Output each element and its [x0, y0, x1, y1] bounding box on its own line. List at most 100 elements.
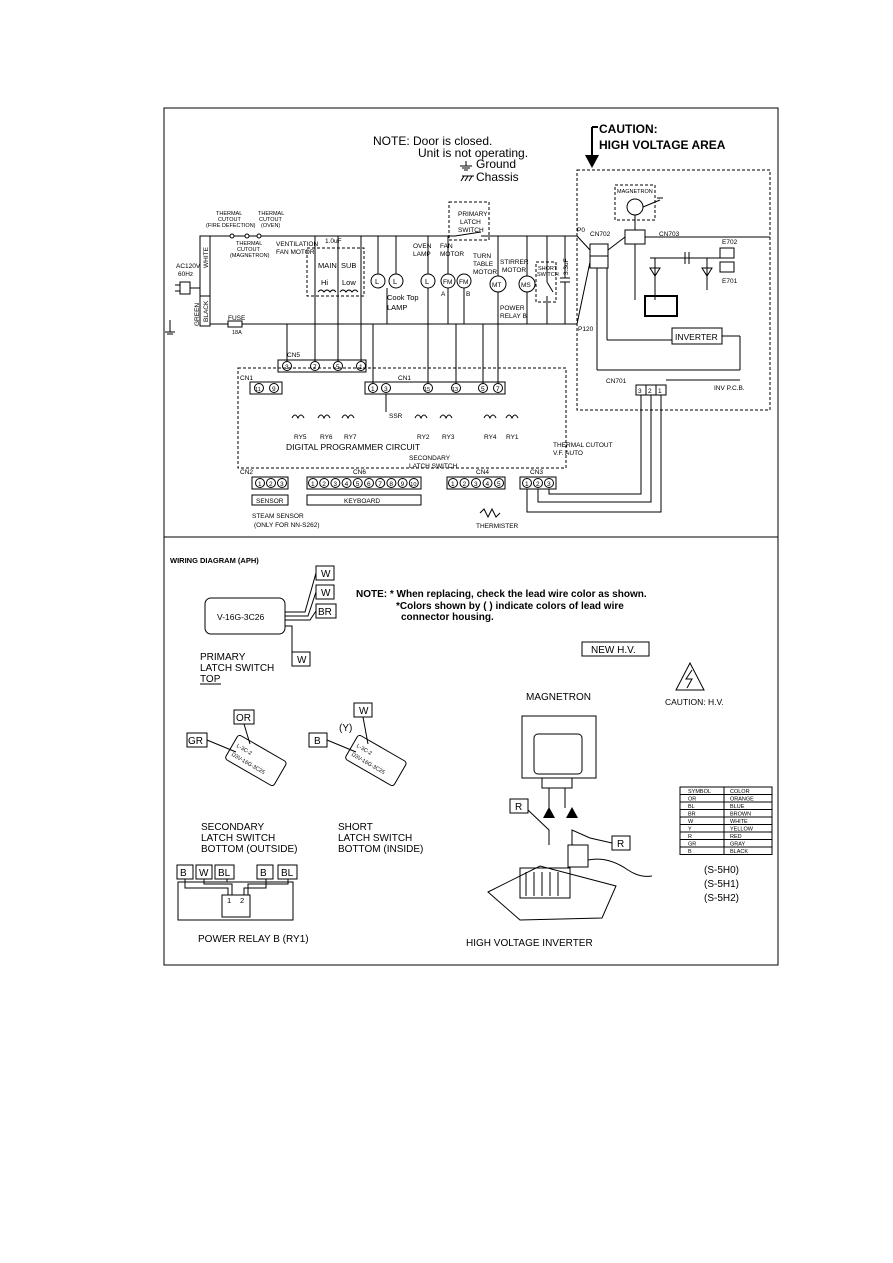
cn4-pin: 5 [497, 481, 501, 488]
turntable-label-3: MOTOR [473, 269, 497, 276]
cn4-pin: 2 [463, 481, 467, 488]
cn2-connector [251, 476, 289, 490]
secondary-latch-label-2: LATCH SWITCH [409, 463, 458, 470]
stirrer-label-1: STIRRER [500, 259, 529, 266]
cooktop-lamp-label-2: LAMP [387, 303, 407, 312]
power-relay-label-2: RELAY B [500, 313, 527, 320]
color-table-symbol: BR [688, 812, 696, 818]
primary-latch-label-1: PRIMARY [458, 211, 488, 218]
cn1-right-label: CN1 [398, 375, 411, 382]
cn2-label: CN2 [240, 469, 253, 476]
cn1-pin: 1 [371, 386, 375, 393]
chassis-symbol [460, 175, 474, 182]
model-s5h1: (S-5H1) [704, 879, 739, 890]
cooktop-lamp-label-1: Cook Top [387, 293, 419, 302]
color-table-color: GRAY [730, 842, 746, 848]
e701-terminal [719, 261, 735, 273]
sub-winding-label: SUB [341, 261, 356, 270]
color-table-symbol: OR [688, 797, 696, 803]
steam-sensor-label-2: (ONLY FOR NN-S262) [254, 522, 320, 529]
e702-terminal [719, 247, 735, 259]
primary-label-2: LATCH SWITCH [200, 663, 274, 674]
cn703-connector [624, 229, 646, 245]
vent-fan-label-2: FAN MOTOR [276, 249, 315, 256]
cap-33uf-label: 3.3uF [563, 258, 570, 275]
relay-tag-text: W [199, 868, 209, 879]
tag-w-3 [291, 651, 311, 667]
magnetron-label: MAGNETRON [617, 189, 653, 195]
wiring-title: WIRING DIAGRAM (APH) [170, 556, 259, 565]
cn5-pin: 3 [285, 364, 289, 371]
color-table-symbol: W [688, 819, 694, 825]
ground-label: Ground [476, 157, 516, 171]
relay-tag-text: BL [281, 868, 294, 879]
color-table-symbol: R [688, 834, 692, 840]
secondary-latch-switch: L-3C-2 D3V-16G-3C25 [225, 734, 287, 787]
ssr-label: SSR [389, 413, 403, 420]
oven-lamp-label-1: OVEN [413, 243, 432, 250]
thermal-cutout-fire-2: CUTOUT [218, 217, 241, 223]
color-table-color: BROWN [730, 812, 751, 818]
cn702-connector [589, 243, 609, 257]
relay-ry1-label: RY1 [506, 434, 519, 441]
thermal-cutout-oven-3: (OVEN) [261, 223, 280, 229]
cn3-label: CN3 [530, 469, 543, 476]
ground-symbol [460, 161, 472, 171]
power-relay-label: POWER RELAY B (RY1) [198, 934, 309, 945]
fan-motor-b-letter: FM [459, 279, 468, 286]
caution-arrow-icon [585, 126, 599, 168]
secondary-latch-label-1: SECONDARY [409, 455, 451, 462]
digital-programmer-box [237, 367, 567, 469]
cooktop-lamp-1-letter: L [375, 277, 379, 286]
magnetron-body [521, 715, 597, 779]
short-label-2: LATCH SWITCH [338, 833, 412, 844]
color-table-color: YELLOW [730, 827, 754, 833]
relay-ry2-label: RY2 [417, 434, 430, 441]
thermal-vf-label-2: V.F. AUTO [553, 450, 583, 457]
thermal-cutout-fire-3: (FIRE DEFECTION) [206, 223, 256, 229]
tag-br-text: BR [318, 607, 332, 618]
secondary-label-3: BOTTOM (OUTSIDE) [201, 844, 297, 855]
cn2-pin: 1 [258, 481, 262, 488]
thermal-vf-label-1: THERMAL CUTOUT [553, 442, 613, 449]
color-table-color: BLACK [730, 849, 748, 855]
ac-frequency: 60Hz [178, 271, 193, 278]
relay-tag [214, 864, 235, 880]
wiring-note-2: *Colors shown by ( ) indicate colors of … [396, 601, 624, 612]
model-s5h2: (S-5H2) [704, 893, 739, 904]
cn3-pin: 1 [525, 481, 529, 488]
steam-sensor-label-1: STEAM SENSOR [252, 513, 304, 520]
hv-connector [567, 844, 589, 868]
cn6-pin: 6 [367, 481, 371, 488]
cn701-pin: 1 [658, 388, 662, 395]
relay-ry3-label: RY3 [442, 434, 455, 441]
note-line-2: Unit is not operating. [418, 146, 528, 160]
short-label-1: SHORT [338, 822, 373, 833]
cn6-pin: 5 [356, 481, 360, 488]
relay-ry7-label: RY7 [344, 434, 357, 441]
hv-inverter-board [487, 865, 617, 921]
relay-tag [256, 864, 274, 880]
cn4-pin: 4 [486, 481, 490, 488]
inverter-label: INVERTER [675, 332, 718, 342]
relay-tag-text: B [260, 868, 267, 879]
primary-latch-box [448, 201, 490, 241]
turntable-label-1: TURN [473, 253, 491, 260]
caution-title: CAUTION: [599, 122, 658, 136]
sensor-label: SENSOR [256, 498, 284, 505]
secondary-label-1: SECONDARY [201, 822, 264, 833]
cn6-pin: 1 [311, 481, 315, 488]
tag-r-1-text: R [515, 802, 522, 813]
chassis-label: Chassis [476, 170, 519, 184]
p0-label: P0 [577, 227, 585, 234]
tag-w-4-text: W [359, 706, 369, 717]
tag-b-text: B [314, 736, 321, 747]
stirrer-motor-letter: MS [521, 282, 531, 289]
tag-y-text: (Y) [339, 723, 352, 734]
cn1-pin: 13 [452, 387, 458, 393]
sensor-box [251, 494, 289, 506]
cn1-pin: 7 [496, 386, 500, 393]
